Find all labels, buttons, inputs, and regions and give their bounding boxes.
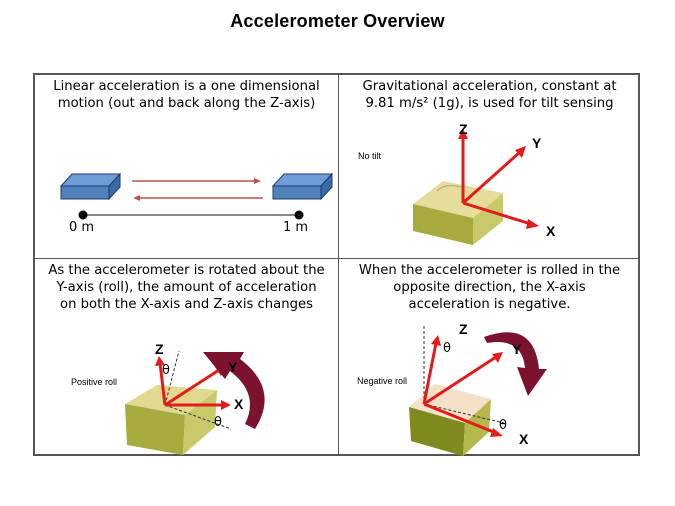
theta-x-label: θ: [499, 418, 507, 433]
z-axis-label: Z: [155, 341, 164, 357]
accelerometer-block-end: [271, 172, 334, 201]
panel-caption: When the accelerometer is rolled in the …: [339, 262, 640, 313]
panel-negative-roll: When the accelerometer is rolled in the …: [339, 259, 640, 456]
z-axis-arrow: [458, 129, 468, 203]
caption-line: Gravitational acceleration, constant at: [362, 79, 617, 94]
z-axis-label: Z: [459, 321, 468, 337]
rotation-arrow-clockwise-icon: [484, 332, 547, 396]
panel-linear-acceleration: Linear acceleration is a one dimensional…: [35, 75, 338, 258]
panel-positive-roll: As the accelerometer is rotated about th…: [35, 259, 338, 456]
diagram-grid: Linear acceleration is a one dimensional…: [33, 73, 640, 456]
accelerometer-chip: [125, 385, 217, 455]
y-axis-arrow: [423, 352, 503, 406]
slide-title: Accelerometer Overview: [230, 11, 445, 31]
reference-line-vertical: [164, 350, 180, 406]
end-distance-label: 1 m: [283, 220, 309, 235]
x-axis-arrow: [462, 201, 539, 229]
accelerometer-chip: [409, 384, 491, 456]
accelerometer-chip: [413, 181, 503, 245]
arrow-left-icon: [133, 195, 263, 201]
z-axis-label: Z: [459, 121, 468, 137]
start-point-marker: [78, 210, 88, 220]
positive-roll-label: Positive roll: [71, 377, 118, 387]
theta-z-label: θ: [443, 341, 451, 356]
x-axis-arrow: [423, 402, 503, 437]
grid-divider-horizontal: [35, 258, 638, 259]
no-tilt-label: No tilt: [358, 151, 382, 161]
theta-z-label: θ: [162, 363, 170, 378]
y-axis-label: Y: [512, 341, 522, 357]
linear-motion-figure: [59, 172, 334, 220]
theta-x-label: θ: [214, 415, 222, 430]
z-axis-arrow: [155, 356, 167, 406]
start-distance-label: 0 m: [69, 220, 95, 235]
panel-caption: Gravitational acceleration, constant at …: [339, 78, 640, 112]
y-axis-label: Y: [228, 359, 238, 375]
panel-caption: Linear acceleration is a one dimensional…: [35, 78, 338, 112]
x-axis-label: X: [234, 396, 244, 412]
arrow-right-icon: [132, 178, 261, 184]
panel-caption: As the accelerometer is rotated about th…: [35, 262, 338, 313]
accelerometer-block-start: [59, 172, 122, 201]
grid-divider-vertical: [338, 75, 339, 454]
z-axis-arrow: [422, 335, 441, 405]
caption-line: acceleration is negative.: [408, 297, 571, 312]
x-axis-label: X: [519, 431, 529, 447]
caption-line: When the accelerometer is rolled in the: [358, 263, 621, 278]
negative-roll-figure: [409, 325, 547, 456]
caption-line: on both the X-axis and Z-axis changes: [60, 297, 313, 312]
no-tilt-figure: [413, 129, 539, 245]
caption-line: motion (out and back along the Z-axis): [57, 96, 316, 111]
y-axis-arrow: [461, 146, 526, 205]
caption-line: As the accelerometer is rotated about th…: [48, 263, 325, 278]
panel-gravitational-acceleration: Gravitational acceleration, constant at …: [339, 75, 640, 258]
reference-line-horizontal: [164, 404, 232, 430]
reference-line-horizontal: [423, 403, 505, 424]
caption-line: Linear acceleration is a one dimensional: [53, 79, 320, 94]
end-point-marker: [294, 210, 304, 220]
negative-roll-label: Negative roll: [357, 376, 408, 386]
positive-roll-figure: [125, 350, 265, 455]
caption-line: 9.81 m/s² (1g), is used for tilt sensing: [365, 96, 614, 111]
x-axis-arrow: [165, 400, 231, 410]
rotation-arrow-counterclockwise-icon: [203, 352, 265, 429]
x-axis-label: X: [546, 223, 556, 239]
caption-line: Y-axis (roll), the amount of acceleratio…: [56, 280, 317, 295]
y-axis-label: Y: [532, 135, 542, 151]
caption-line: opposite direction, the X-axis: [393, 280, 586, 295]
